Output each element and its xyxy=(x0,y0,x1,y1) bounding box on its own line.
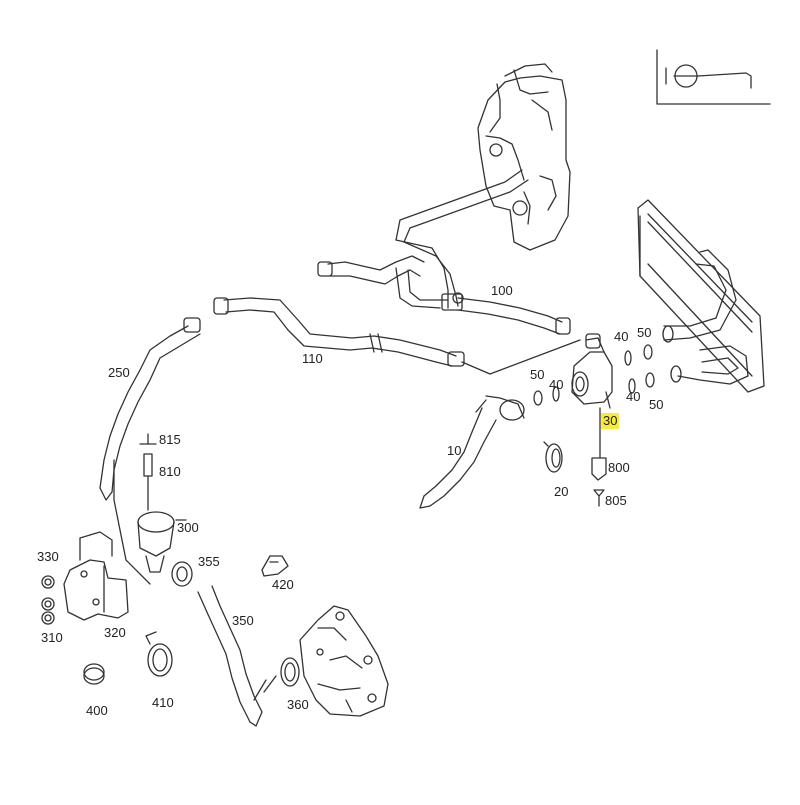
pipe-clip-420 xyxy=(261,555,289,577)
part-label-350[interactable]: 350 xyxy=(232,613,254,628)
part-label-250[interactable]: 250 xyxy=(108,365,130,380)
tool-reference-icon xyxy=(656,49,771,105)
hose-clamp-410 xyxy=(145,631,173,677)
nut-330 xyxy=(41,575,55,589)
washer-310 xyxy=(41,597,55,625)
coolant-housing xyxy=(299,605,389,717)
hose-clamp-20 xyxy=(543,441,563,473)
hose-clamp-360 xyxy=(280,657,300,687)
hose-10 xyxy=(419,395,525,509)
part-label-420[interactable]: 420 xyxy=(272,577,294,592)
hose-100 xyxy=(457,297,571,335)
valve-actuator xyxy=(591,407,607,507)
seal-rings xyxy=(533,344,655,406)
part-label-50-left[interactable]: 50 xyxy=(530,367,545,382)
hose-350 xyxy=(197,585,277,727)
part-label-40-lower[interactable]: 40 xyxy=(626,389,641,404)
part-label-805[interactable]: 805 xyxy=(605,493,627,508)
part-label-410[interactable]: 410 xyxy=(152,695,174,710)
hose-110 xyxy=(213,297,465,367)
part-label-330[interactable]: 330 xyxy=(37,549,59,564)
heater-valve xyxy=(571,333,613,409)
part-label-810[interactable]: 810 xyxy=(159,464,181,479)
part-label-100[interactable]: 100 xyxy=(491,283,513,298)
part-label-400[interactable]: 400 xyxy=(86,703,108,718)
part-label-40-left[interactable]: 40 xyxy=(549,377,564,392)
part-label-360[interactable]: 360 xyxy=(287,697,309,712)
coolant-pipes-upper xyxy=(317,169,529,311)
part-label-300[interactable]: 300 xyxy=(177,520,199,535)
leader-line-250 xyxy=(113,459,151,585)
coolant-reservoir xyxy=(477,63,571,251)
part-label-30-highlighted[interactable]: 30 xyxy=(601,413,620,429)
part-label-800[interactable]: 800 xyxy=(608,460,630,475)
hose-clamp-400 xyxy=(83,663,105,685)
hose-clamp-355 xyxy=(171,561,193,587)
hose-250 xyxy=(99,317,201,501)
part-label-110[interactable]: 110 xyxy=(302,351,323,366)
part-label-355[interactable]: 355 xyxy=(198,554,220,569)
part-label-50-lower[interactable]: 50 xyxy=(649,397,664,412)
part-label-310[interactable]: 310 xyxy=(41,630,63,645)
part-label-20[interactable]: 20 xyxy=(554,484,569,499)
part-label-50-upper[interactable]: 50 xyxy=(637,325,652,340)
mounting-bracket-320 xyxy=(63,531,129,621)
heater-core xyxy=(637,199,765,393)
part-label-40-upper[interactable]: 40 xyxy=(614,329,629,344)
leader-line-110 xyxy=(461,339,581,375)
part-label-815[interactable]: 815 xyxy=(159,432,181,447)
part-label-320[interactable]: 320 xyxy=(104,625,126,640)
part-label-10[interactable]: 10 xyxy=(447,443,462,458)
auxiliary-pump xyxy=(137,433,187,573)
